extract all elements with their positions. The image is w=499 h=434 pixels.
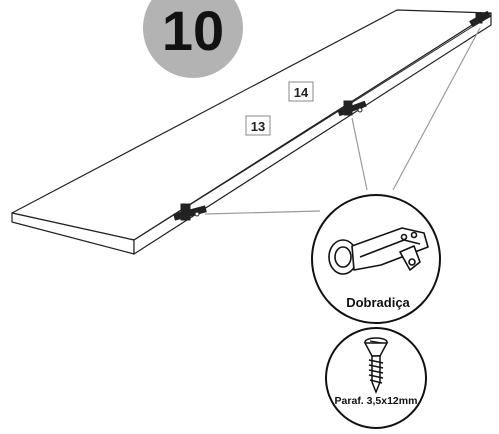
hinge-mount-right — [469, 10, 491, 28]
hinge-mount-left — [173, 203, 207, 221]
hinge-mount-middle — [337, 100, 367, 117]
hinge-icon — [328, 227, 429, 275]
part-label-13: 13 — [245, 115, 271, 136]
part-label-13-text: 13 — [251, 119, 265, 134]
part-label-14-text: 14 — [294, 85, 309, 100]
step-number: 10 — [162, 0, 224, 62]
part-label-14: 14 — [288, 81, 314, 102]
leader-line-right — [392, 27, 481, 191]
hinge-label: Dobradiça — [346, 295, 410, 310]
step-badge: 10 — [143, 0, 243, 78]
leader-line-middle — [351, 117, 368, 191]
screw-callout: Paraf. 3,5x12mm — [325, 327, 427, 429]
leader-line-left — [204, 210, 321, 215]
hinge-callout: Dobradiça — [311, 194, 441, 324]
panel-side-edge — [133, 12, 492, 255]
leader-lines — [204, 27, 481, 215]
hinge-mounts — [173, 10, 491, 221]
panel-seam — [133, 14, 492, 241]
screw-label: Paraf. 3,5x12mm — [335, 395, 418, 407]
screw-icon — [363, 337, 389, 395]
step-badge-circle — [143, 0, 243, 78]
